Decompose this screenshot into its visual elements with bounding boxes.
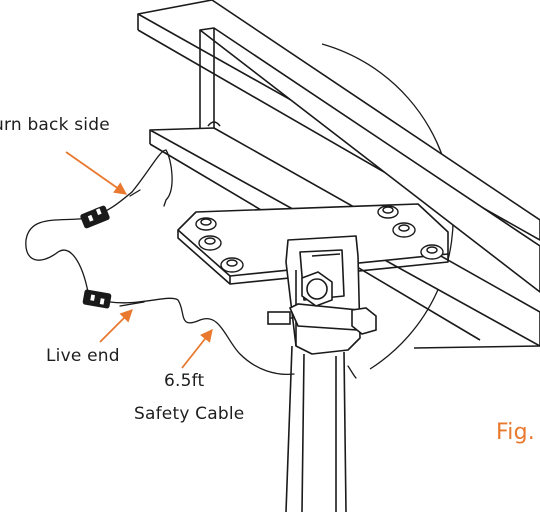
support-pole [285, 345, 347, 512]
arrow-live-end [99, 309, 133, 343]
label-live-end: Live end [46, 346, 120, 366]
callout-arrows [65, 151, 213, 369]
label-cable-length: 6.5ft [164, 371, 205, 391]
cable-clip-upper [80, 205, 110, 229]
label-safety-cable: Safety Cable [134, 404, 245, 424]
figure-label: Fig. [496, 420, 535, 445]
plate-bolts [195, 205, 444, 273]
arrow-safety-cable [181, 329, 213, 369]
arrow-turn-back [65, 151, 128, 195]
hex-bolt [267, 271, 377, 335]
label-turn-back-side: urn back side [0, 115, 110, 135]
cable-clip-lower [82, 289, 112, 309]
